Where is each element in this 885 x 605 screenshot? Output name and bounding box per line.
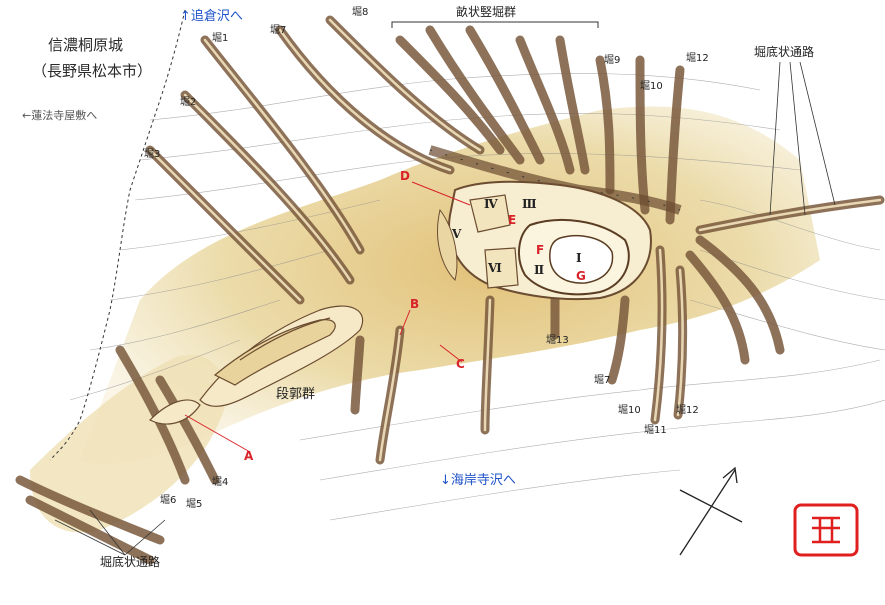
boundary-dashed-line: [49, 9, 186, 461]
enclosure-III: Ⅲ: [522, 197, 537, 211]
enclosure-VI: Ⅵ: [488, 261, 502, 275]
terrain-wash: [30, 106, 820, 533]
moat-label-11: 堀11: [644, 425, 667, 436]
point-B: B: [410, 297, 420, 311]
point-A: A: [244, 449, 254, 463]
enclosure-IV: Ⅳ: [484, 197, 498, 211]
moat-label-5: 堀5: [186, 499, 203, 510]
direction-south: ↓海岸寺沢へ: [440, 473, 516, 488]
moat-label-10-bottom: 堀10: [618, 405, 641, 416]
moat-label-12-top: 堀12: [686, 53, 709, 64]
map-subtitle: （長野県松本市）: [32, 62, 153, 80]
moat-label-7-top: 堀7: [270, 25, 287, 36]
label-horizoko-sw: 堀底状通路: [100, 555, 161, 569]
point-G: G: [576, 269, 586, 283]
terraces: [148, 305, 364, 425]
castle-core: [437, 180, 652, 301]
horizoko-leaders: [54, 61, 836, 556]
point-E: E: [508, 213, 517, 227]
point-leaders: [184, 181, 471, 453]
moat-label-4: 堀4: [212, 477, 229, 488]
moat-label-13: 堀13: [546, 335, 569, 346]
map-title: 信濃桐原城: [48, 36, 124, 54]
group-bracket: [391, 21, 599, 28]
enclosure-V: Ⅴ: [452, 227, 462, 241]
point-D: D: [400, 169, 410, 183]
direction-north: ↑追倉沢へ: [180, 9, 243, 24]
moats: [15, 15, 885, 565]
north-arrow-icon: [679, 466, 743, 556]
moat-label-9: 堀9: [604, 55, 621, 66]
moat-label-7-bottom: 堀7: [594, 375, 611, 386]
moat-label-12-bottom: 堀12: [676, 405, 699, 416]
moat-label-6: 堀6: [160, 495, 177, 506]
moat-label-2: 堀2: [180, 97, 197, 108]
enclosure-II: Ⅱ: [534, 263, 545, 277]
seal-stamp-icon: [793, 503, 859, 557]
point-C: C: [456, 357, 465, 371]
label-horizoko-ne: 堀底状通路: [754, 45, 815, 59]
moat-label-1: 堀1: [212, 33, 229, 44]
ridge-path-arrows: [429, 149, 681, 211]
point-F: F: [536, 243, 545, 257]
label-dankaku-group: 段郭群: [276, 387, 316, 402]
label-unejo-group: 畝状竪堀群: [456, 5, 517, 19]
moat-label-10-top: 堀10: [640, 81, 663, 92]
enclosure-I: Ⅰ: [576, 251, 582, 265]
moat-label-8: 堀8: [352, 7, 369, 18]
moat-label-3: 堀3: [144, 149, 161, 160]
direction-west: ←蓮法寺屋敷へ: [22, 109, 98, 122]
